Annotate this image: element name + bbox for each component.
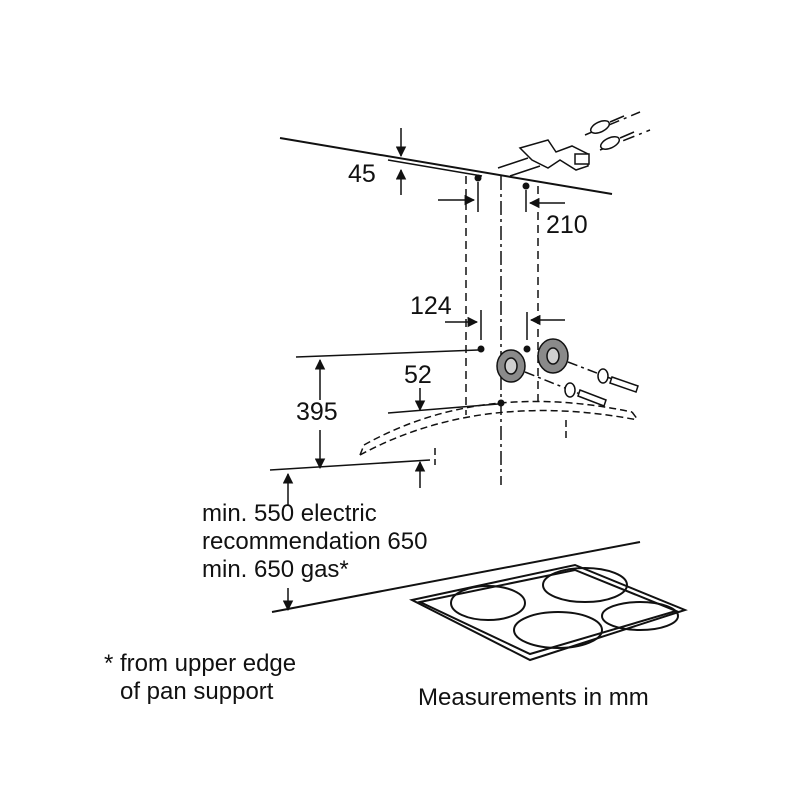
dimension-45-arrows xyxy=(387,128,483,195)
dimension-395-lines xyxy=(269,349,479,471)
worktop-line xyxy=(271,541,641,613)
ceiling-line xyxy=(279,137,613,195)
hob xyxy=(409,563,688,662)
dimension-45-label: 45 xyxy=(348,160,376,188)
footnote-line-2: of pan support xyxy=(120,678,274,705)
dimension-52-label: 52 xyxy=(404,361,432,389)
dimension-124-label: 124 xyxy=(410,292,452,320)
bracket-points xyxy=(474,174,530,190)
footnote-line-1: * from upper edge xyxy=(104,650,297,677)
clearance-electric: min. 550 electric xyxy=(202,500,377,527)
dimension-210-label: 210 xyxy=(546,211,588,239)
hood-canopy xyxy=(359,400,639,465)
wall-bracket xyxy=(497,139,590,177)
dimension-52-lines xyxy=(387,388,499,414)
dimension-210-arrows xyxy=(438,182,565,212)
dimension-124-arrows xyxy=(445,310,565,340)
wall-plugs xyxy=(496,338,569,383)
units-note: Measurements in mm xyxy=(418,684,649,711)
clearance-recommendation: recommendation 650 xyxy=(202,528,428,555)
plug-screws xyxy=(524,361,639,407)
dimension-395-label: 395 xyxy=(296,398,338,426)
clearance-gas: min. 650 gas* xyxy=(202,556,349,583)
chimney-outline xyxy=(465,176,539,415)
bracket-screws xyxy=(584,111,651,151)
clearance-arrows xyxy=(282,460,426,612)
